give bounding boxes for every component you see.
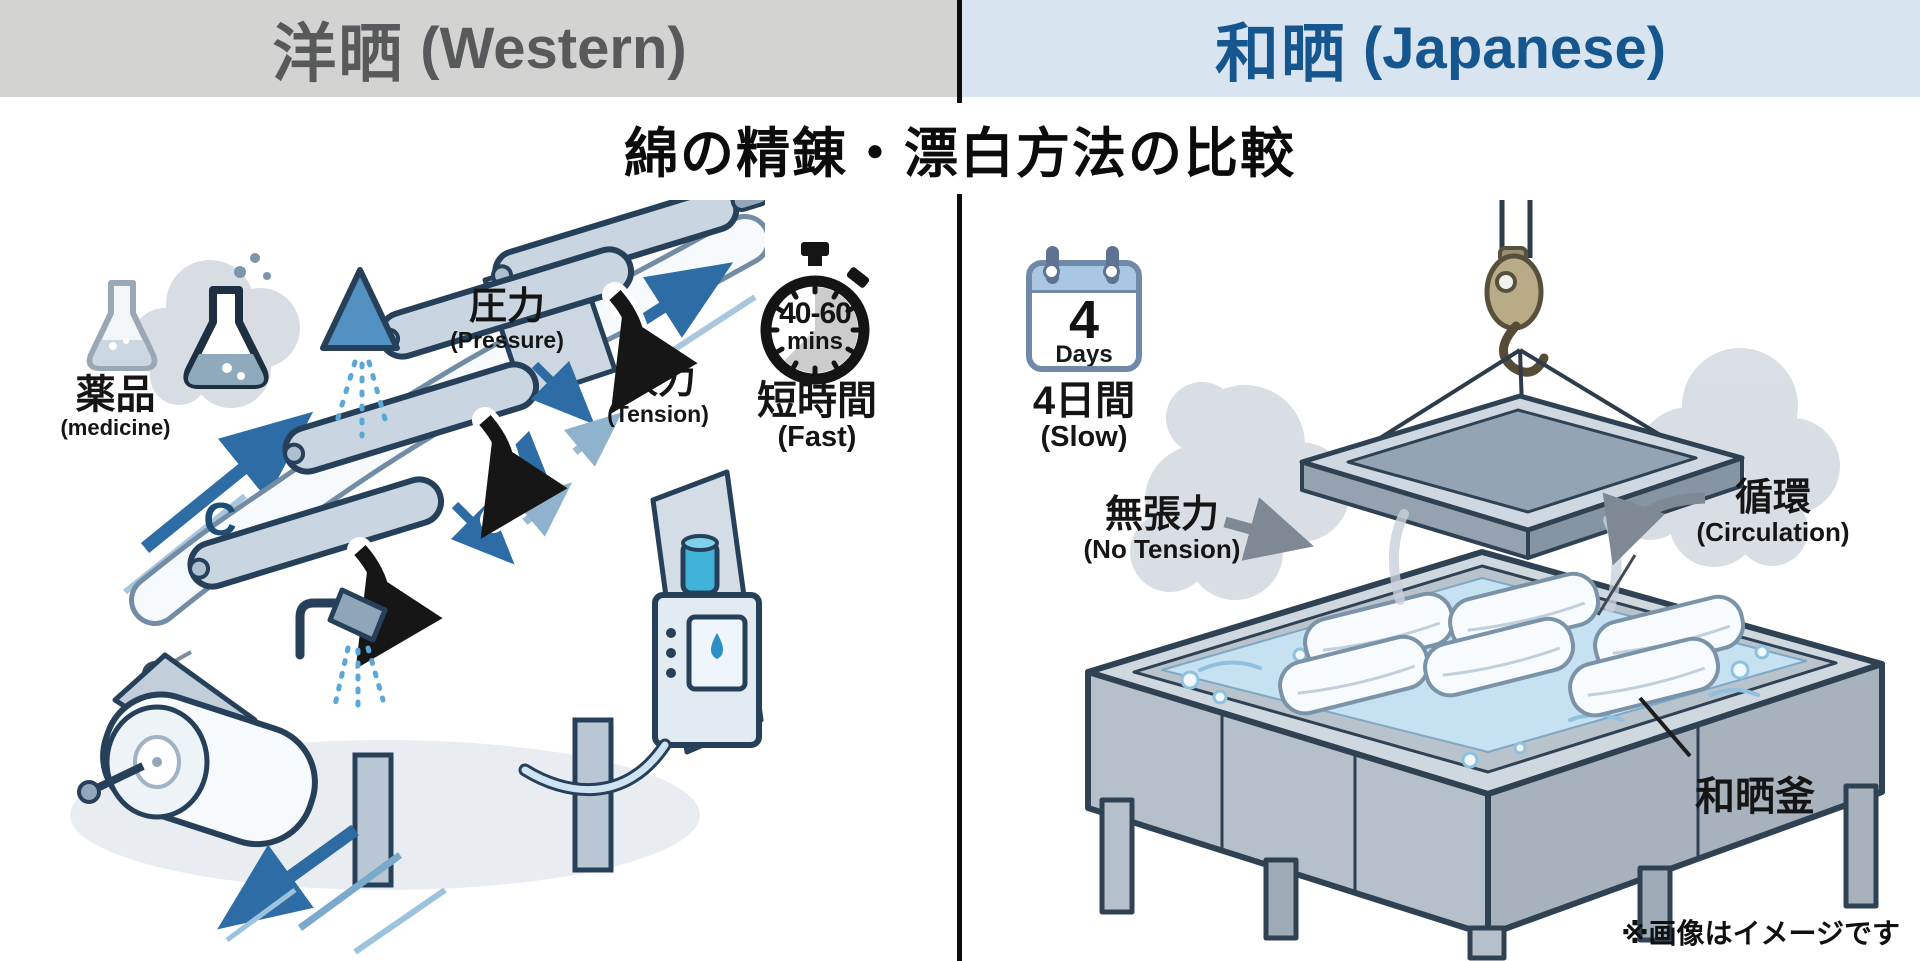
- spray-drops-top: [332, 359, 390, 439]
- japanese-vat-illustration: [1085, 200, 1885, 961]
- stopwatch-minutes: 40-60: [779, 297, 852, 330]
- flask-icon: [86, 280, 158, 371]
- header-japanese-en: (Japanese): [1362, 16, 1667, 81]
- header-western: 洋晒 (Western): [0, 0, 959, 97]
- lid-frame-icon: [1299, 393, 1745, 560]
- page-title: 綿の精錬・漂白方法の比較: [594, 103, 1326, 194]
- shower-spray-icon: [295, 587, 388, 715]
- calendar-unit: Days: [1055, 341, 1113, 368]
- droplet-icon: [711, 633, 723, 659]
- image-disclaimer-note: ※画像はイメージです: [1621, 918, 1900, 949]
- stopwatch-graphic: [760, 242, 870, 385]
- kettle-label: 和晒釜: [1695, 775, 1815, 819]
- center-divider: [957, 0, 962, 961]
- no-tension-label: 無張力 (No Tension): [1083, 494, 1241, 564]
- calendar-ring-hole: [1103, 263, 1120, 280]
- control-panel: [518, 534, 762, 797]
- tension-arrow-icon: [636, 262, 734, 338]
- feed-arrow-icon: [140, 411, 314, 554]
- calendar-icon: 4 Days: [1026, 246, 1142, 376]
- roller-3: [187, 476, 445, 590]
- fabric-roll: [77, 691, 318, 848]
- steam-wisp: [1388, 509, 1409, 605]
- western-machine-illustration: [70, 200, 765, 955]
- up-arrow-icon: [320, 267, 400, 351]
- fabric-bundles: [1278, 571, 1746, 718]
- calendar-card: 4 Days: [1026, 260, 1142, 372]
- stopwatch-icon: 40-60 mins: [750, 242, 880, 392]
- medicine-label: 薬品 (medicine): [60, 373, 171, 440]
- vat-icon: [1085, 509, 1885, 961]
- bubbling-flask-icon: [183, 253, 271, 389]
- kettle-pointer-line: [1638, 696, 1692, 758]
- stopwatch-unit: mins: [786, 328, 843, 355]
- molecule-letter: C: [203, 493, 237, 545]
- circulation-arrow-icon: [1602, 492, 1706, 566]
- water-bubbles: [1180, 644, 1770, 769]
- header-japanese-jp: 和晒: [1214, 17, 1347, 90]
- header-western-jp: 洋晒: [272, 17, 405, 90]
- calendar-number: 4: [1068, 290, 1100, 350]
- calendar-ring-hole: [1043, 263, 1060, 280]
- circulation-label: 循環 (Circulation): [1696, 477, 1850, 547]
- crane-hook-icon: [1484, 200, 1549, 377]
- tension-label: 張力 (Tension): [607, 360, 709, 427]
- pressure-label: 圧力 (Pressure): [450, 286, 564, 353]
- exit-arrows: [217, 824, 447, 955]
- fast-duration-label: 短時間 (Fast): [757, 379, 877, 453]
- header-western-en: (Western): [420, 16, 687, 81]
- slow-duration-label: 4日間 (Slow): [1032, 379, 1136, 453]
- circulation-pointer-line: [1596, 554, 1637, 616]
- header-japanese: 和晒 (Japanese): [961, 0, 1920, 97]
- web-arrows-up: [513, 412, 623, 537]
- machine-leg: [352, 752, 394, 888]
- no-tension-arrow-icon: [1223, 497, 1314, 561]
